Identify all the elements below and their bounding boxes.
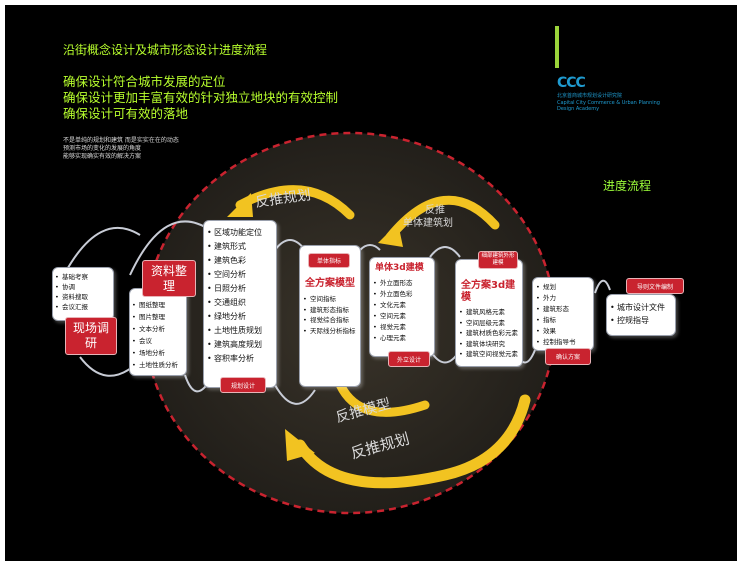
step-3-item: 建筑形式 bbox=[207, 240, 273, 254]
step-5-item: 外立面色彩 bbox=[373, 289, 431, 300]
step-6-item: 建筑体块研究 bbox=[459, 339, 519, 350]
step-6-title: 全方案3d建模 bbox=[461, 280, 516, 303]
logo-mark: CCC bbox=[557, 75, 586, 91]
step-7-item: 建筑形态 bbox=[536, 304, 590, 315]
page-title: 沿街概念设计及城市形态设计进度流程 bbox=[63, 43, 268, 57]
step-5-item: 视觉元素 bbox=[373, 322, 431, 333]
step-3-item: 建筑色彩 bbox=[207, 254, 273, 268]
logo-line: Design Academy bbox=[557, 106, 600, 112]
connector-curve bbox=[129, 220, 211, 276]
step-2-item: 土地性质分析 bbox=[132, 359, 184, 371]
connector-curve bbox=[429, 246, 461, 258]
step-5-item: 文化元素 bbox=[373, 300, 431, 311]
step-2-item: 图纸整理 bbox=[132, 299, 184, 311]
note-2: 预测市场的变化的发展的角度 bbox=[63, 145, 142, 152]
arrow-bottom-big bbox=[294, 394, 531, 489]
arrow-top-right bbox=[385, 195, 500, 242]
step-3-item: 土地性质规划 bbox=[207, 324, 273, 338]
step-6-item: 空间层级元素 bbox=[459, 318, 519, 329]
step-5-item: 心理元素 bbox=[373, 333, 431, 344]
step-8-top: 导则文件编制 bbox=[626, 278, 684, 294]
goal-2: 确保设计更加丰富有效的针对独立地块的有效控制 bbox=[63, 90, 339, 105]
step-2-label: 资料整理 bbox=[142, 260, 196, 297]
step-1-item: 资料搜取 bbox=[55, 292, 111, 302]
step-7-item: 指标 bbox=[536, 315, 590, 326]
connector-curve bbox=[64, 226, 141, 274]
connector-curve bbox=[594, 279, 611, 294]
step-6-item: 建筑风格元素 bbox=[459, 307, 519, 318]
step-3-label: 规划设计 bbox=[220, 377, 266, 393]
step-3-item: 日照分析 bbox=[207, 282, 273, 296]
step-4-title: 全方案模型 bbox=[305, 278, 355, 289]
logo-line: 北京首商城市规划设计研究院 bbox=[557, 93, 623, 99]
step-5-card: 单体3d建模 外立面形态 外立面色彩 文化元素 空间元素 视觉元素 心理元素 bbox=[369, 257, 435, 357]
step-3-item: 建筑高度规划 bbox=[207, 338, 273, 352]
step-5-label: 外立设计 bbox=[388, 351, 430, 367]
step-4-card: 全方案模型 空间指标 建筑形态指标 视觉综合指标 天际线分析指标 bbox=[299, 245, 361, 387]
step-1-label: 现场调研 bbox=[65, 317, 117, 355]
step-5-title: 单体3d建模 bbox=[375, 263, 424, 273]
step-3-card: 区域功能定位 建筑形式 建筑色彩 空间分析 日照分析 交通组织 绿地分析 土地性… bbox=[203, 220, 277, 388]
goal-1: 确保设计符合城市发展的定位 bbox=[63, 74, 226, 89]
logo-bar bbox=[555, 26, 559, 68]
step-1-item: 基础考察 bbox=[55, 272, 111, 282]
step-7-item: 外力 bbox=[536, 293, 590, 304]
step-5-item: 空间元素 bbox=[373, 311, 431, 322]
arrowhead bbox=[285, 429, 315, 461]
step-8-item: 城市设计文件 bbox=[610, 301, 672, 314]
step-1-item: 会议汇报 bbox=[55, 302, 111, 312]
step-3-item: 绿地分析 bbox=[207, 310, 273, 324]
goal-3: 确保设计可有效的落地 bbox=[63, 106, 189, 121]
step-7-item: 规划 bbox=[536, 282, 590, 293]
step-1-item: 协调 bbox=[55, 282, 111, 292]
step-3-item: 容积率分析 bbox=[207, 352, 273, 366]
step-7-item: 效果 bbox=[536, 326, 590, 337]
step-8-item: 控规指导 bbox=[610, 314, 672, 327]
step-3-item: 交通组织 bbox=[207, 296, 273, 310]
step-1-card: 基础考察 协调 资料搜取 会议汇报 bbox=[52, 267, 114, 321]
arrow-top-left bbox=[235, 185, 355, 220]
progress-label: 进度流程 bbox=[603, 179, 652, 193]
step-6-item: 建筑材质色彩元素 bbox=[459, 328, 519, 339]
arrowhead bbox=[378, 223, 403, 247]
slide: 沿街概念设计及城市形态设计进度流程 确保设计符合城市发展的定位 确保设计更加丰富… bbox=[5, 5, 737, 561]
step-8-card: 城市设计文件 控规指导 bbox=[606, 294, 676, 336]
step-4-item: 视觉综合指标 bbox=[303, 315, 357, 326]
step-4-top: 单体指标 bbox=[308, 253, 350, 268]
step-7-card: 规划 外力 建筑形态 指标 效果 控制指导书 bbox=[532, 277, 594, 351]
connector-curve bbox=[274, 384, 316, 405]
step-4-item: 空间指标 bbox=[303, 294, 357, 305]
arrowhead bbox=[227, 193, 253, 217]
connector-curve bbox=[79, 356, 136, 377]
step-3-item: 空间分析 bbox=[207, 268, 273, 282]
step-6-card: 全方案3d建模 建筑风格元素 空间层级元素 建筑材质色彩元素 建筑体块研究 建筑… bbox=[455, 259, 523, 367]
step-6-item: 建筑空间视觉元素 bbox=[459, 349, 519, 360]
logo-line: Capital City Commerce & Urban Planning bbox=[557, 100, 660, 106]
step-2-item: 场地分析 bbox=[132, 347, 184, 359]
step-5-item: 外立面形态 bbox=[373, 278, 431, 289]
step-2-item: 会议 bbox=[132, 335, 184, 347]
step-2-card: 图纸整理 图片整理 文本分析 会议 场地分析 土地性质分析 bbox=[129, 288, 187, 376]
arrow-label-top-right-2: 单体建筑划 bbox=[403, 218, 453, 229]
step-2-item: 图片整理 bbox=[132, 311, 184, 323]
step-4-item: 建筑形态指标 bbox=[303, 305, 357, 316]
step-7-label: 确认方案 bbox=[545, 348, 591, 365]
note-1: 不是单纯的规划和建筑 而是实实在在的动态 bbox=[63, 137, 179, 144]
step-4-item: 天际线分析指标 bbox=[303, 326, 357, 337]
note-3: 能够实现确实有效的解决方案 bbox=[63, 153, 142, 160]
step-3-item: 区域功能定位 bbox=[207, 226, 273, 240]
step-2-item: 文本分析 bbox=[132, 323, 184, 335]
arrow-label-top-right-1: 反推 bbox=[425, 205, 445, 216]
connector-curve bbox=[359, 244, 381, 251]
step-7-item: 控制指导书 bbox=[536, 337, 590, 348]
step-6-top: 细部建筑外形建模 bbox=[478, 251, 518, 269]
